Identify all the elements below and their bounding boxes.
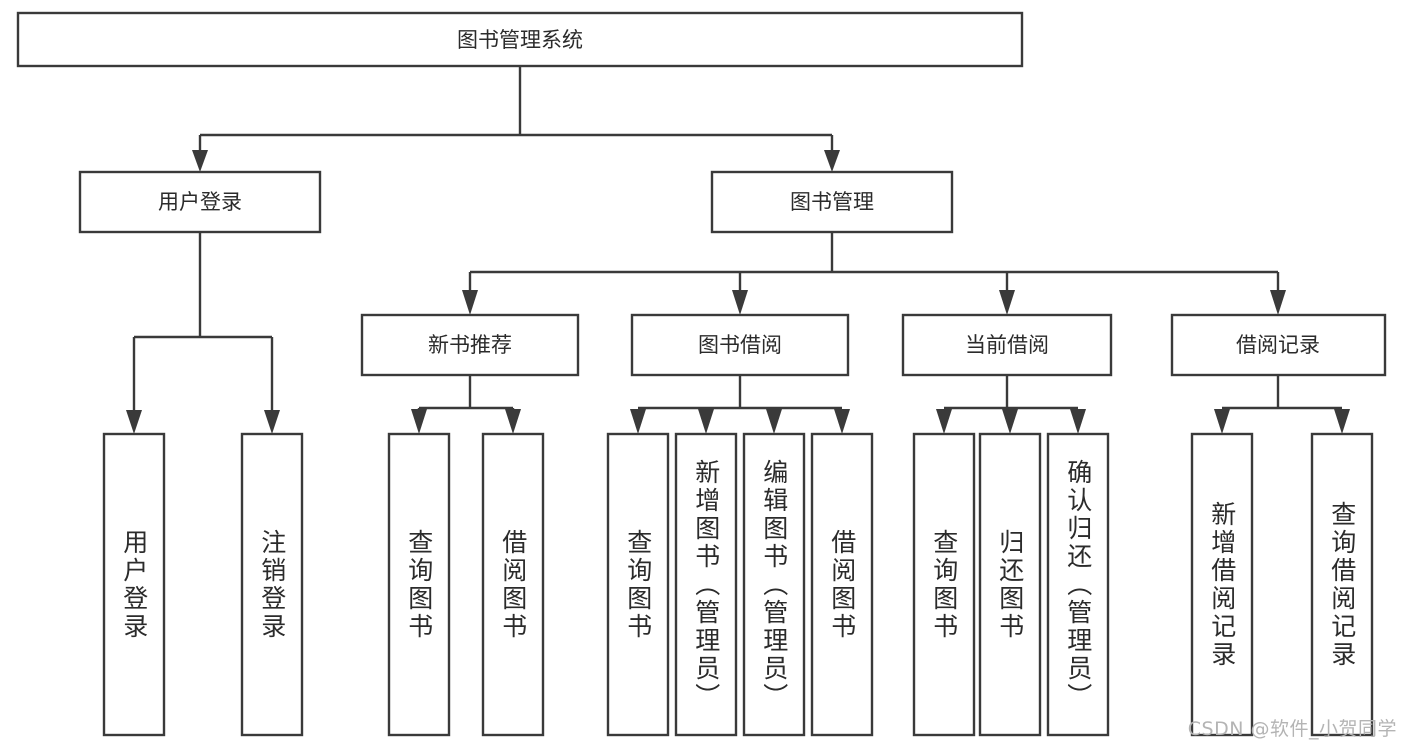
arrowhead-leaf-book-borrow-3 [766,409,782,434]
arrowhead-borrow-record [1270,290,1286,315]
arrowhead-new-book-recommend [462,290,478,315]
level3-node-label-borrow-record: 借阅记录 [1236,333,1320,357]
leaf-box-new-book-1[interactable] [387,432,451,737]
arrowhead-leaf-book-borrow-1 [630,409,646,434]
root-node-label: 图书管理系统 [457,28,583,52]
level3-node-label-new-book-recommend: 新书推荐 [428,333,512,357]
leaf-box-current-borrow-1[interactable] [912,432,976,737]
level2-node-box-book-manage[interactable] [710,170,954,234]
level3-node-label-current-borrow: 当前借阅 [965,333,1049,357]
arrowhead-book-borrow [732,290,748,315]
arrowhead-current-borrow [999,290,1015,315]
level3-node-box-borrow-record[interactable] [1170,313,1387,377]
leaf-box-current-borrow-2[interactable] [978,432,1042,737]
arrowhead-leaf-book-borrow-2 [698,409,714,434]
arrowhead-leaf-new-book-2 [505,409,521,434]
leaf-box-borrow-record-1[interactable] [1190,432,1254,737]
arrowhead-leaf-borrow-record-2 [1334,409,1350,434]
arrowhead-leaf-current-borrow-1 [936,409,952,434]
leaf-box-book-borrow-1[interactable] [606,432,670,737]
leaf-box-book-borrow-4[interactable] [810,432,874,737]
leaf-box-book-borrow-3[interactable] [742,432,806,737]
arrowhead-leaf-book-borrow-4 [834,409,850,434]
leaf-box-current-borrow-3[interactable] [1046,432,1110,737]
level3-node-box-book-borrow[interactable] [630,313,850,377]
level3-node-box-new-book-recommend[interactable] [360,313,580,377]
csdn-watermark: CSDN @软件_小贺同学 [1187,718,1397,740]
level3-node-label-book-borrow: 图书借阅 [698,333,782,357]
level3-node-box-current-borrow[interactable] [901,313,1113,377]
leaf-box-user-login-2[interactable] [240,432,304,737]
level2-node-label-book-manage: 图书管理 [790,190,874,214]
arrowhead-leaf-current-borrow-2 [1002,409,1018,434]
level2-node-label-user-login: 用户登录 [158,190,242,214]
arrowhead-leaf-user-login-1 [126,410,142,434]
root-node-box[interactable] [16,11,1024,68]
arrowhead-leaf-borrow-record-1 [1214,409,1230,434]
leaf-box-book-borrow-2[interactable] [674,432,738,737]
arrowhead-user-login [192,150,208,172]
arrowhead-book-manage [824,150,840,172]
leaf-box-user-login-1[interactable] [102,432,166,737]
arrowhead-leaf-current-borrow-3 [1070,409,1086,434]
leaf-box-borrow-record-2[interactable] [1310,432,1374,737]
arrowhead-leaf-new-book-1 [411,409,427,434]
arrowhead-leaf-user-login-2 [264,410,280,434]
leaf-box-new-book-2[interactable] [481,432,545,737]
